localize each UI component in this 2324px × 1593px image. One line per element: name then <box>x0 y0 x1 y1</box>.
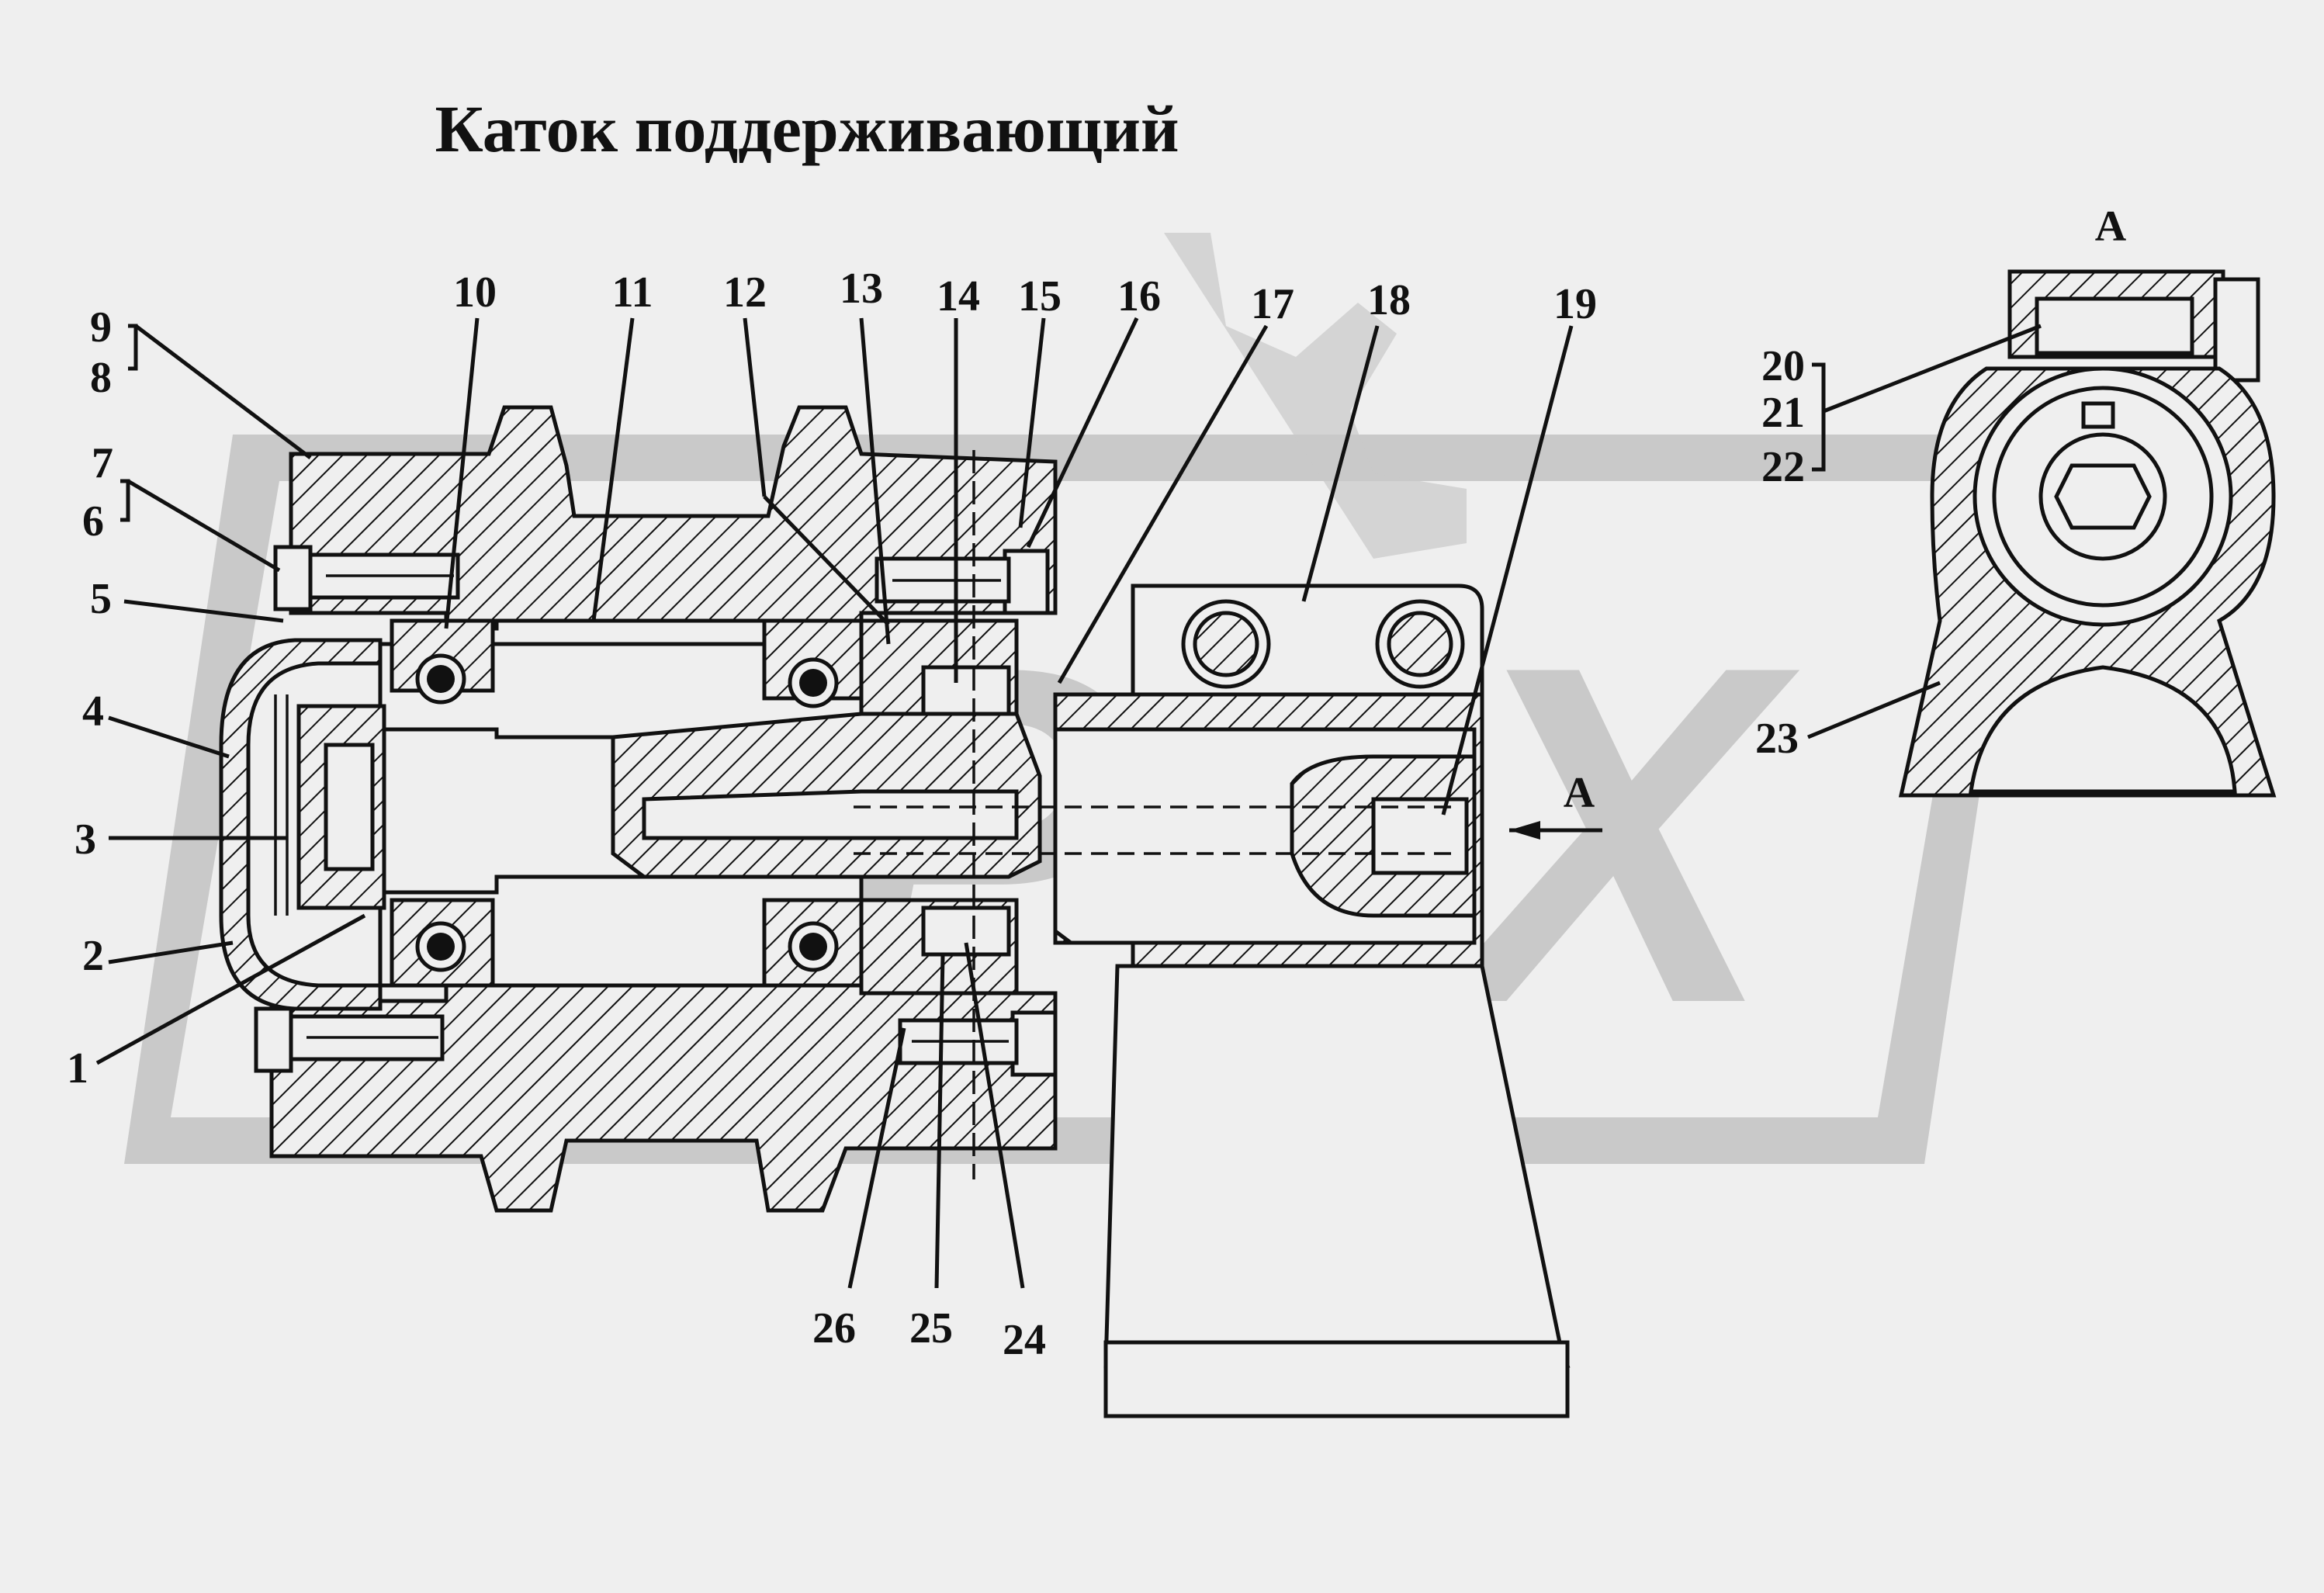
callout-17: 17 <box>1251 280 1294 328</box>
callout-20: 20 <box>1761 342 1805 390</box>
callout-8: 8 <box>90 354 112 402</box>
arrow-label: А <box>1564 769 1595 817</box>
page-title: Каток поддерживающий <box>435 92 1179 166</box>
view-a-label: А <box>2095 203 2127 251</box>
callout-13: 13 <box>840 265 883 313</box>
callout-11: 11 <box>612 268 653 317</box>
view-a: А <box>1898 203 2277 798</box>
callout-23: 23 <box>1755 715 1799 763</box>
callout-21: 21 <box>1761 389 1805 437</box>
callout-24: 24 <box>1003 1316 1046 1364</box>
callout-2: 2 <box>82 932 104 980</box>
callout-5: 5 <box>90 575 112 623</box>
callout-18: 18 <box>1367 276 1411 324</box>
callout-14: 14 <box>937 272 980 320</box>
bracket-view: А <box>854 584 1602 1418</box>
callout-12: 12 <box>723 268 767 317</box>
callout-10: 10 <box>453 268 497 317</box>
callout-16: 16 <box>1117 272 1161 320</box>
callout-15: 15 <box>1018 272 1062 320</box>
leader-lines <box>95 317 2042 1289</box>
callout-26: 26 <box>812 1304 856 1352</box>
callout-4: 4 <box>82 687 104 736</box>
callout-1: 1 <box>67 1044 88 1093</box>
callout-labels: 9 8 7 6 5 4 3 2 1 10 11 12 13 14 15 16 1… <box>67 265 1805 1364</box>
callout-6: 6 <box>82 497 104 545</box>
callout-22: 22 <box>1761 443 1805 491</box>
callout-7: 7 <box>92 439 113 487</box>
callout-19: 19 <box>1553 280 1597 328</box>
callout-25: 25 <box>909 1304 953 1352</box>
callout-9: 9 <box>90 303 112 351</box>
roller-section-view <box>219 405 1058 1213</box>
callout-3: 3 <box>74 816 96 864</box>
